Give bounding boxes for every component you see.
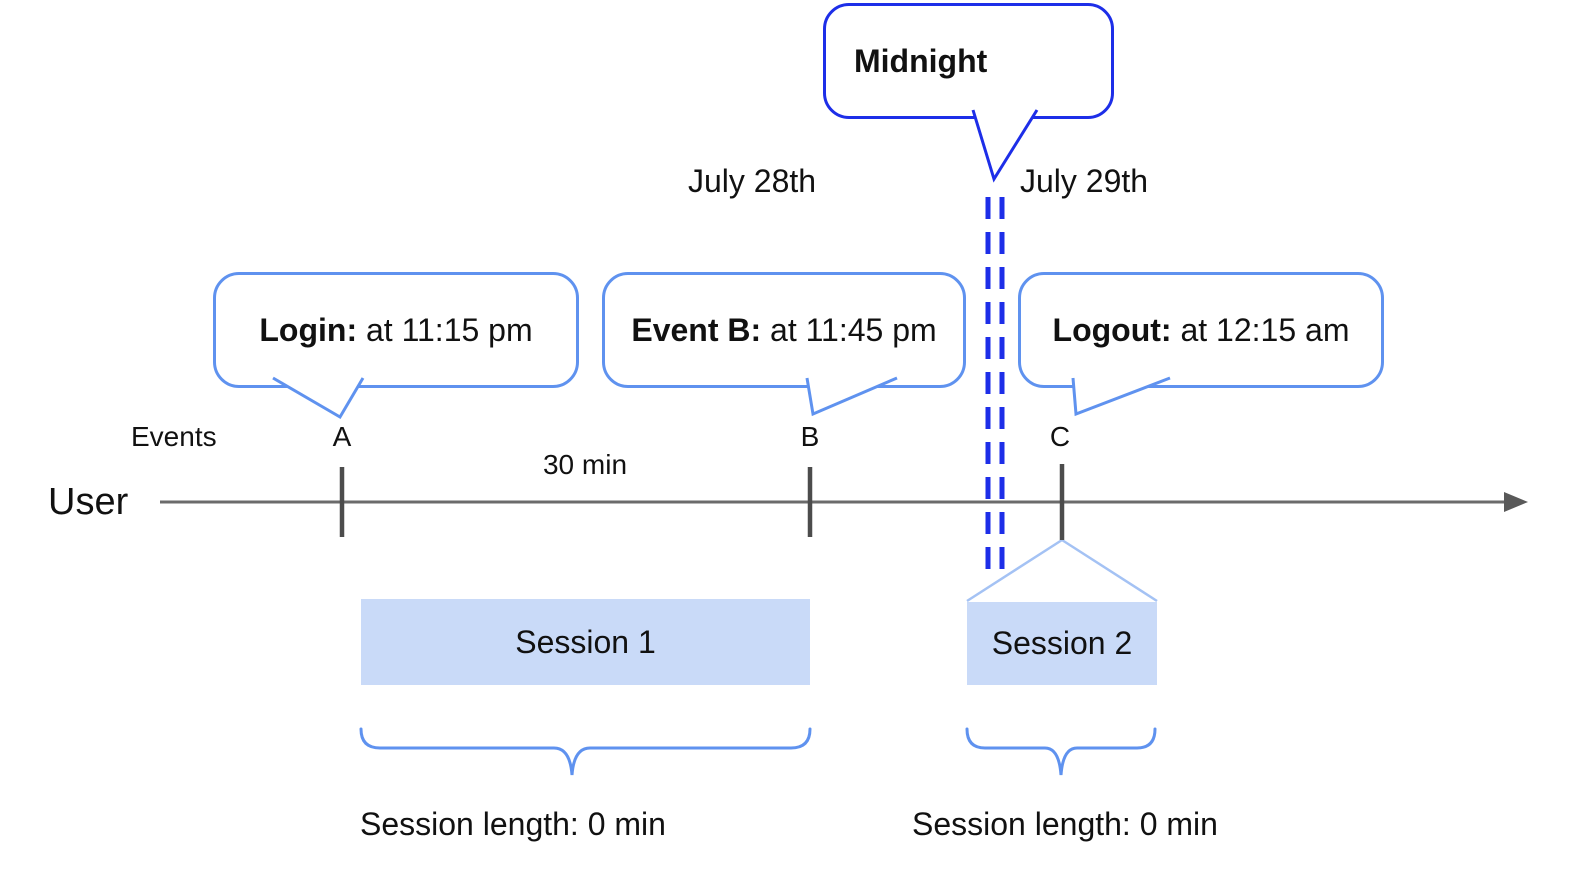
timeline-arrowhead-icon bbox=[1504, 492, 1528, 512]
session-2-length-label: Session length: 0 min bbox=[912, 806, 1218, 842]
user-row-label: User bbox=[48, 481, 129, 523]
event-marker-c: C bbox=[1049, 421, 1071, 452]
midnight-callout-label: Midnight bbox=[854, 42, 988, 79]
login-callout: Login: at 11:15 pm bbox=[213, 272, 579, 388]
event-b-callout: Event B: at 11:45 pm bbox=[602, 272, 966, 388]
date-label-july-28: July 28th bbox=[688, 163, 817, 199]
logout-callout: Logout: at 12:15 am bbox=[1018, 272, 1384, 388]
session-2-brace bbox=[965, 727, 1157, 776]
logout-callout-label: Logout: bbox=[1052, 311, 1172, 348]
session-2-label: Session 2 bbox=[991, 625, 1133, 661]
login-callout-label: Login: bbox=[259, 311, 358, 348]
event-marker-a: A bbox=[332, 421, 352, 452]
session-1-length-label: Session length: 0 min bbox=[360, 806, 666, 842]
session-1-box: Session 1 bbox=[361, 599, 810, 685]
event-b-callout-detail: at 11:45 pm bbox=[761, 311, 937, 348]
event-marker-b: B bbox=[800, 421, 820, 452]
session-1-label: Session 1 bbox=[515, 623, 656, 660]
session-2-roof-lines bbox=[966, 538, 1158, 603]
events-row-label: Events bbox=[131, 421, 217, 452]
event-b-callout-label: Event B: bbox=[631, 311, 762, 348]
date-label-july-29: July 29th bbox=[1020, 163, 1149, 199]
interval-label: 30 min bbox=[542, 449, 628, 480]
session-2-box: Session 2 bbox=[967, 602, 1157, 685]
midnight-callout: Midnight bbox=[823, 3, 1114, 119]
session-1-brace bbox=[359, 727, 812, 776]
logout-callout-detail: at 12:15 am bbox=[1171, 311, 1350, 348]
login-callout-detail: at 11:15 pm bbox=[357, 311, 533, 348]
midnight-divider-dashes bbox=[985, 197, 1005, 578]
